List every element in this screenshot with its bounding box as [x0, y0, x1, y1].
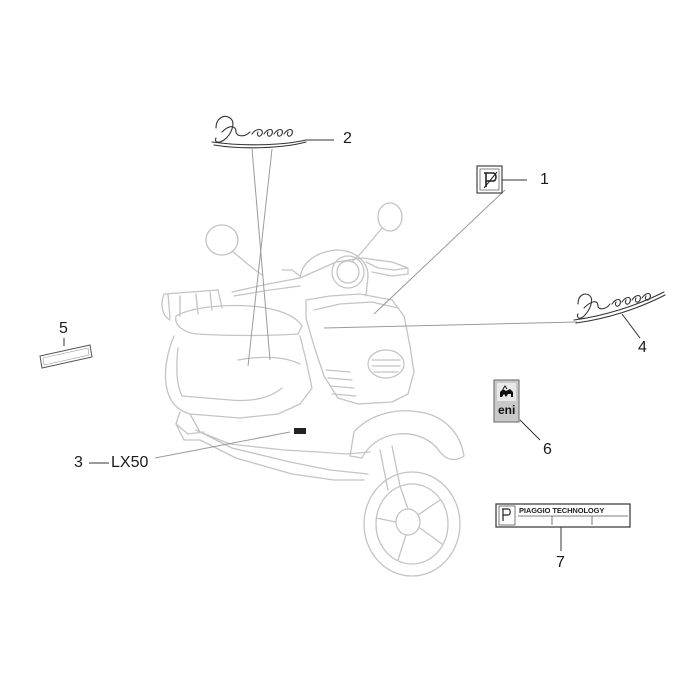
model-label-lx50: LX50 [111, 454, 149, 471]
leader-line-1 [373, 189, 506, 315]
callout-3: 3 [74, 454, 83, 471]
scooter-drawing [161, 202, 465, 577]
lx50-decal-marker [294, 428, 306, 434]
piaggio-technology-plate-part [495, 503, 631, 528]
front-wheel [363, 471, 461, 577]
eni-sticker-part [493, 379, 520, 423]
leader-line-4 [323, 321, 578, 329]
leader-line-6 [519, 419, 541, 441]
leader-line-2-logo-b [247, 148, 273, 367]
leader-lines [63, 139, 641, 551]
headset [299, 249, 369, 297]
front-shield [305, 293, 415, 405]
callout-7: 7 [556, 554, 565, 571]
left-mirror [205, 224, 239, 256]
eni-text: eni [498, 403, 516, 417]
headlight [331, 255, 365, 289]
plate-outline [495, 503, 631, 528]
callout-5: 5 [59, 320, 68, 337]
rear-rack [161, 289, 223, 321]
callout-6: 6 [543, 441, 552, 458]
eni-dog-icon [497, 383, 516, 401]
rear-body [164, 335, 313, 419]
horn-grille [367, 349, 405, 379]
leader-line-3-model [154, 431, 291, 459]
seat [175, 304, 303, 337]
vespa-logo-part-4 [573, 291, 666, 324]
front-fender [349, 410, 465, 461]
callout-1: 1 [540, 171, 549, 188]
plate-piaggio-logo-icon [502, 508, 511, 521]
callout-2: 2 [343, 130, 352, 147]
piaggio-badge-part [476, 165, 503, 194]
plate-text: PIAGGIO TECHNOLOGY [519, 506, 605, 515]
leader-line-4-tick [621, 313, 641, 339]
piaggio-logo-icon [483, 171, 498, 189]
vespa-logo-part-2 [211, 115, 307, 149]
callout-4: 4 [638, 339, 647, 356]
leader-line-2-logo [251, 148, 271, 361]
strip-decal-part [39, 344, 93, 369]
right-mirror [377, 202, 403, 232]
